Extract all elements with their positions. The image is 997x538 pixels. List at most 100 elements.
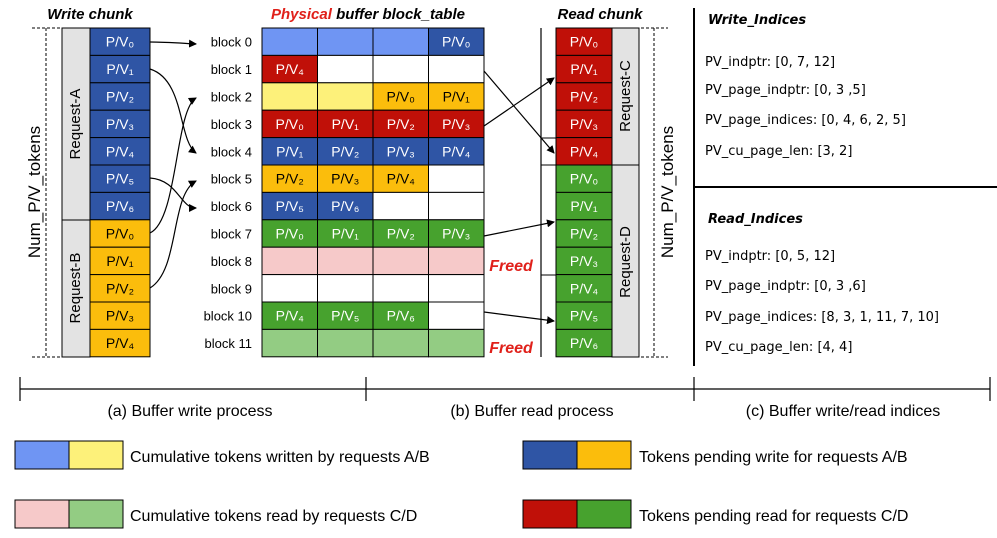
read-cell-label-7: P/V₂: [570, 226, 598, 242]
write-cell-label-6: P/V₆: [106, 198, 134, 214]
legend-swatch-written-a: [14, 440, 70, 470]
write-page-indices: PV_page_indices: [0, 4, 6, 2, 5]: [705, 113, 906, 128]
block-3-cell-0-label: P/V₀: [276, 116, 305, 132]
write-cell-label-1: P/V₁: [106, 61, 134, 77]
block-3-cell-0: [261, 109, 318, 139]
block-1-cell-0-label: P/V₄: [276, 61, 305, 77]
write-cu-page-len: PV_cu_page_len: [3, 2]: [705, 144, 852, 159]
block-2-cell-1: [317, 82, 374, 111]
read-cell-6: [555, 191, 613, 221]
write-cell-7: [89, 219, 151, 248]
block-1-cell-2: [372, 54, 429, 84]
arrow-a1-block4: [149, 68, 197, 154]
write-cell-label-2: P/V₂: [106, 89, 134, 105]
block-5-cell-1: [317, 164, 374, 193]
caption-a: (a) Buffer write process: [107, 403, 272, 420]
legend-swatch-written-b: [68, 440, 124, 470]
block-3-cell-3-label: P/V₃: [442, 116, 470, 132]
read-cell-label-8: P/V₃: [570, 253, 598, 269]
write-arrows: [149, 39, 197, 289]
block-0-cell-0: [261, 27, 318, 56]
block-8-cell-2: [372, 246, 429, 276]
block-2-cell-3-label: P/V₁: [443, 89, 471, 105]
read-cell-label-0: P/V₀: [570, 34, 599, 50]
request-c-label: Request-C: [617, 60, 634, 132]
legend-swatch-read-a: [14, 499, 70, 529]
buffer-table-word: buffer block_table: [336, 6, 465, 23]
arrow-block10-read-d: [483, 311, 555, 325]
block-3-cell-2: [372, 109, 429, 139]
block-7-cell-3-label: P/V₃: [442, 226, 470, 242]
write-cell-label-10: P/V₃: [106, 308, 134, 324]
block-table-grid: P/V₀ P/V₄ P/V₀ P/V₁ P/V₀ P/V₁ P/V₂ P/V₃ P/V₁ P/V₂…: [261, 27, 485, 358]
legend-text-read: Cumulative tokens read by requests C/D: [130, 508, 417, 525]
block-9-cell-2: [372, 274, 429, 303]
block-10-cell-1-label: P/V₅: [331, 308, 359, 324]
write-cell-label-5: P/V₅: [106, 171, 134, 187]
block-7-cell-0-label: P/V₀: [276, 226, 305, 242]
block-5-cell-0-label: P/V₂: [276, 171, 304, 187]
freed-label-block11: Freed: [489, 340, 534, 357]
block-label-3: block 3: [211, 117, 252, 132]
block-9-cell-0: [261, 274, 318, 303]
block-4-cell-0: [261, 137, 318, 166]
block-4-cell-0-label: P/V₁: [276, 143, 304, 159]
read-cell-label-11: P/V₆: [570, 335, 598, 351]
write-page-indptr: PV_page_indptr: [0, 3 ,5]: [705, 83, 866, 98]
block-3-cell-1-label: P/V₁: [332, 116, 360, 132]
block-10-cell-2-label: P/V₆: [387, 308, 415, 324]
arrow-a5-block6: [149, 177, 197, 212]
read-cell-7: [555, 219, 613, 248]
block-1-cell-1: [317, 54, 374, 84]
write-chunk-title: Write chunk: [47, 6, 133, 23]
block-1-cell-0: [261, 54, 318, 84]
write-cell-label-11: P/V₄: [106, 335, 135, 351]
block-label-11: block 11: [205, 336, 252, 351]
write-cell-5: [89, 164, 151, 193]
block-4-cell-3-label: P/V₄: [442, 143, 471, 159]
arrow-block3-read-c: [483, 77, 555, 127]
write-indptr: PV_indptr: [0, 7, 12]: [705, 55, 835, 70]
right-num-tokens-label: Num_P/V_tokens: [658, 126, 677, 258]
read-cell-label-1: P/V₁: [570, 61, 598, 77]
write-cell-label-9: P/V₂: [106, 280, 134, 296]
block-label-7: block 7: [211, 227, 252, 242]
block-5-cell-0: [261, 164, 318, 193]
request-c-bar: [611, 27, 640, 166]
request-b-label: Request-B: [67, 253, 84, 324]
legend-swatch-pending-read-a: [522, 499, 578, 529]
request-a-label: Request-A: [67, 89, 84, 160]
block-6-cell-1-label: P/V₆: [331, 198, 359, 214]
block-0-cell-1: [317, 27, 374, 56]
read-chunk-cells: P/V₀P/V₁P/V₂P/V₃P/V₄P/V₀P/V₁P/V₂P/V₃P/V₄…: [555, 27, 613, 358]
write-cell-label-7: P/V₀: [106, 226, 135, 242]
write-cell-label-4: P/V₄: [106, 143, 135, 159]
read-indptr: PV_indptr: [0, 5, 12]: [705, 249, 835, 264]
block-8-cell-3: [428, 246, 485, 276]
block-7-cell-1-label: P/V₁: [332, 226, 360, 242]
block-10-cell-0-label: P/V₄: [276, 308, 305, 324]
block-2-cell-2-label: P/V₀: [387, 89, 416, 105]
arrow-block7-read-d: [483, 219, 555, 237]
write-cell-label-3: P/V₃: [106, 116, 134, 132]
read-cell-3: [555, 109, 613, 139]
legend-swatch-pending-read-b: [576, 499, 632, 529]
read-cell-label-3: P/V₃: [570, 116, 598, 132]
block-label-2: block 2: [211, 90, 252, 105]
freed-label-block8: Freed: [489, 258, 534, 275]
block-3-cell-1: [317, 109, 374, 139]
read-cell-label-6: P/V₁: [570, 198, 598, 214]
write-cell-11: [89, 328, 151, 358]
read-indices-title: Read_Indices: [708, 212, 803, 227]
request-d-bar: [611, 164, 640, 358]
caption-c: (c) Buffer write/read indices: [746, 403, 940, 420]
read-cell-8: [555, 246, 613, 276]
write-indices-title: Write_Indices: [708, 13, 806, 28]
legend-swatch-pending-write-b: [576, 440, 632, 470]
block-label-4: block 4: [211, 144, 252, 159]
arrow-b2-block5: [149, 180, 197, 289]
read-cell-label-9: P/V₄: [570, 280, 599, 296]
legend-swatch-read-b: [68, 499, 124, 529]
block-4-cell-1-label: P/V₂: [331, 143, 359, 159]
